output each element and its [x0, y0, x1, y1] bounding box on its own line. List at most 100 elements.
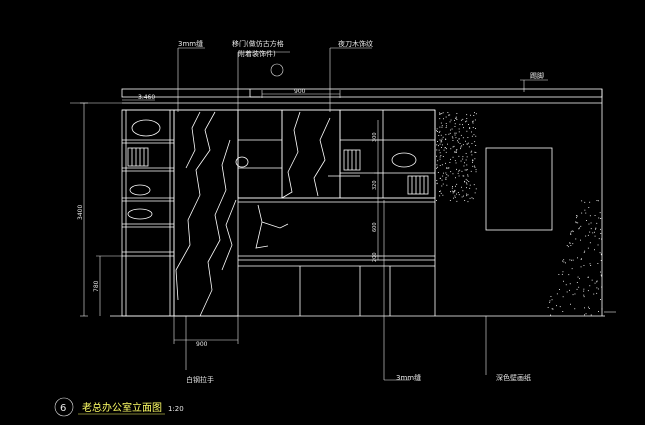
stipple-dot	[588, 306, 589, 308]
stipple-dot	[474, 165, 475, 167]
stipple-dot	[445, 134, 447, 136]
stipple-dot	[590, 228, 592, 230]
stipple-dot	[594, 249, 595, 251]
stipple-dot	[585, 235, 587, 237]
stipple-dot	[473, 184, 475, 186]
stipple-dot	[597, 200, 599, 202]
stipple-dot	[575, 221, 577, 223]
stipple-dot	[467, 201, 469, 203]
stipple-dot	[551, 308, 553, 310]
stipple-dot	[439, 191, 440, 192]
stipple-dot	[570, 232, 572, 234]
stipple-dot	[589, 231, 591, 233]
stipple-dot	[445, 162, 446, 164]
stipple-dot	[601, 238, 602, 240]
stipple-dot	[562, 271, 564, 273]
stipple-dot	[583, 288, 585, 290]
stipple-dot	[587, 276, 589, 278]
stipple-dot	[437, 141, 438, 142]
stipple-dot	[585, 212, 587, 214]
stipple-dot	[588, 223, 590, 225]
stipple-dot	[569, 242, 571, 244]
stipple-dot	[446, 167, 448, 169]
stipple-dot	[441, 164, 443, 166]
stipple-dot	[599, 252, 601, 254]
stipple-dot	[446, 148, 447, 150]
label-bottom-right: 深色壁画纸	[496, 373, 531, 382]
stipple-dot	[594, 282, 596, 284]
stipple-dot	[600, 271, 601, 273]
stipple-dot	[441, 185, 443, 187]
stipple-dot	[585, 313, 587, 315]
stipple-dot	[472, 198, 474, 200]
stipple-dot	[578, 286, 580, 288]
stipple-dot	[593, 293, 595, 295]
stipple-dot	[441, 179, 443, 181]
stipple-dot	[551, 299, 553, 301]
drawing-scale: 1:20	[168, 405, 184, 413]
stipple-dot	[458, 170, 460, 172]
stipple-dot	[589, 285, 591, 287]
stipple-dot	[453, 145, 455, 147]
stipple-dot	[584, 250, 586, 252]
stipple-dot	[576, 217, 577, 219]
stipple-dot	[455, 132, 457, 134]
stipple-dot	[472, 159, 474, 161]
stipple-dot	[444, 147, 446, 148]
stipple-dot	[468, 181, 470, 182]
stipple-dot	[561, 273, 563, 275]
stipple-dot	[454, 190, 456, 192]
stipple-dot	[461, 170, 463, 172]
stipple-dot	[590, 314, 592, 316]
stipple-dot	[442, 156, 444, 157]
stipple-dot	[466, 195, 468, 197]
stipple-dot	[563, 280, 564, 282]
stipple-dot	[601, 217, 603, 219]
stipple-dot	[455, 149, 457, 151]
stipple-dot	[565, 284, 567, 286]
stipple-dot	[447, 167, 449, 169]
stipple-dot	[587, 290, 589, 292]
stipple-dot	[580, 239, 581, 241]
stipple-dot	[442, 136, 444, 138]
stipple-dot	[458, 131, 460, 133]
section-marker-icon	[270, 63, 284, 77]
stipple-dot	[465, 159, 467, 161]
stipple-dot	[466, 179, 468, 181]
stipple-dot	[456, 119, 458, 120]
dim-shelf-1: 300	[372, 132, 378, 142]
stipple-dot	[474, 112, 475, 114]
stipple-dot	[445, 139, 447, 140]
stipple-dot	[469, 187, 471, 189]
stipple-dot	[449, 132, 451, 134]
stipple-dot	[441, 113, 443, 114]
stipple-dot	[438, 132, 440, 133]
stipple-dot	[470, 114, 471, 116]
stipple-dot	[596, 222, 598, 224]
stipple-dot	[469, 197, 471, 199]
stipple-dot	[475, 169, 477, 171]
stipple-dot	[456, 168, 457, 170]
stipple-dot	[450, 119, 452, 121]
stipple-dot	[452, 146, 454, 148]
stipple-dot	[466, 169, 468, 171]
stipple-dot	[451, 128, 453, 130]
stipple-dot	[471, 143, 473, 144]
marble-vein-2	[199, 139, 231, 317]
stipple-dot	[456, 149, 458, 151]
stipple-dot	[569, 289, 570, 291]
stipple-dot	[590, 265, 592, 266]
stipple-dot	[439, 118, 441, 120]
stipple-dot	[445, 177, 447, 178]
stipple-dot	[565, 262, 566, 264]
stipple-dot	[581, 200, 583, 202]
stipple-dot	[471, 197, 473, 199]
stipple-dot	[457, 192, 459, 193]
stipple-dot	[449, 200, 451, 201]
stipple-dot	[466, 118, 468, 119]
stipple-dot	[568, 274, 570, 276]
dim-top-door: 900	[294, 88, 306, 95]
stipple-dot	[574, 293, 576, 295]
stipple-dot	[438, 149, 440, 151]
stipple-dot	[447, 175, 449, 177]
